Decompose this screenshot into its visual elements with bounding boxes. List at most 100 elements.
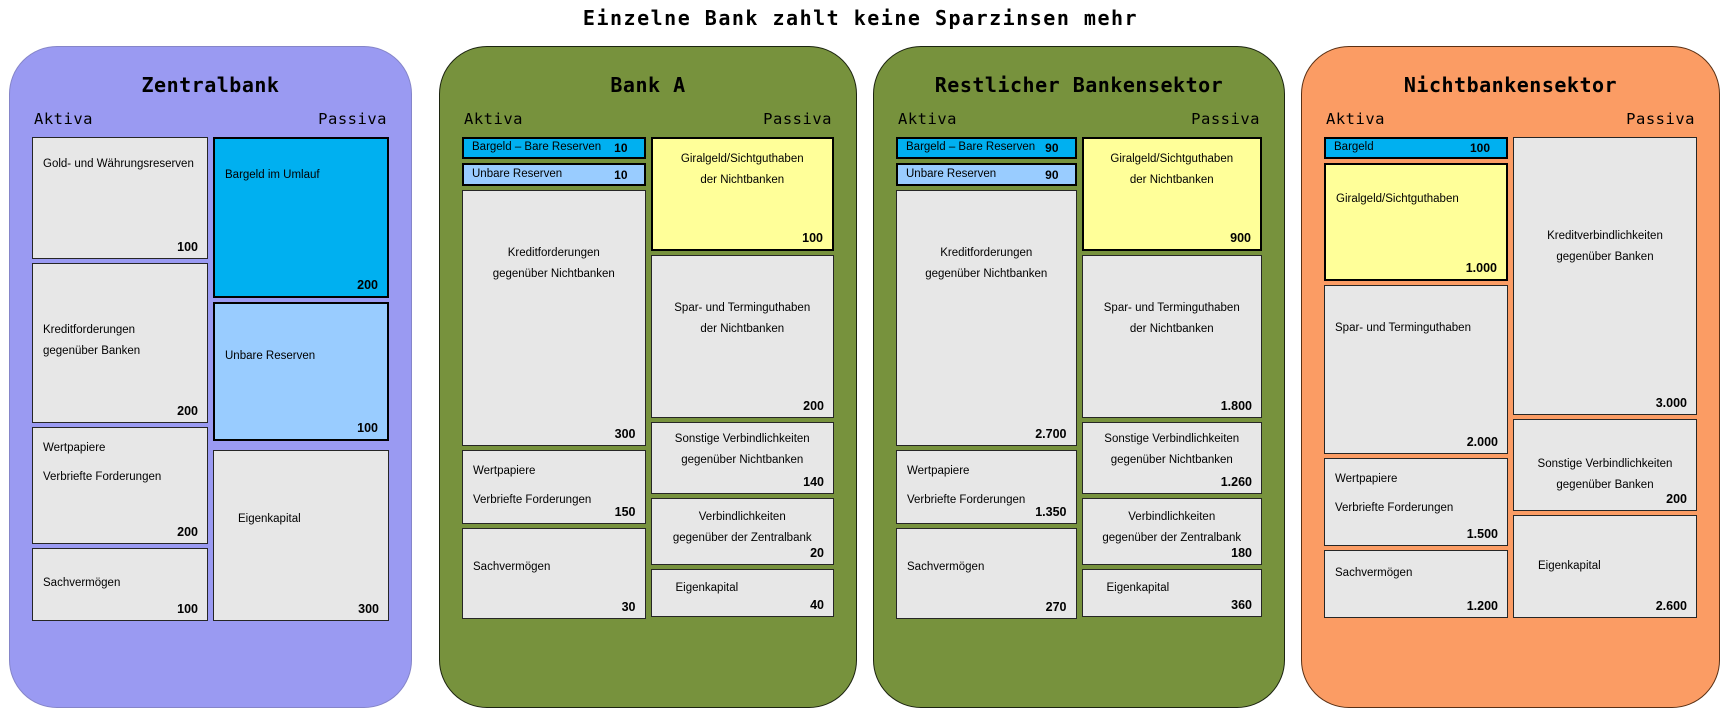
box-value: 1.350 bbox=[1035, 505, 1067, 519]
page-title: Einzelne Bank zahlt keine Sparzinsen meh… bbox=[582, 6, 1139, 30]
box-value: 140 bbox=[803, 475, 824, 489]
box-value: 200 bbox=[803, 399, 824, 413]
aktiva-header: Aktiva bbox=[34, 110, 93, 128]
box-value: 150 bbox=[614, 505, 636, 519]
balance-box: Bargeld – Bare Reserven 10 bbox=[462, 137, 646, 159]
box-value: 300 bbox=[614, 427, 636, 441]
panel-title: Zentralbank bbox=[141, 73, 280, 97]
passiva-header: Passiva bbox=[318, 110, 387, 128]
box-value: 1.500 bbox=[1466, 527, 1498, 541]
box-value: 100 bbox=[357, 421, 378, 435]
box-label: Gold- und Währungsreserven bbox=[43, 158, 194, 170]
aktiva-header: Aktiva bbox=[1326, 110, 1385, 128]
balance-box: Sachvermögen 30 bbox=[462, 528, 646, 619]
panel-bank-a: Bank A Aktiva Passiva Bargeld – Bare Res… bbox=[439, 46, 857, 708]
box-value: 10 bbox=[614, 141, 628, 155]
box-value: 100 bbox=[177, 240, 198, 254]
box-value: 90 bbox=[1045, 167, 1059, 182]
box-label: Eigenkapital bbox=[675, 582, 739, 594]
panel-zentralbank: Zentralbank Aktiva Passiva Gold- und Wäh… bbox=[9, 46, 412, 708]
box-label: Bargeld bbox=[1334, 141, 1374, 154]
box-value: 40 bbox=[810, 598, 824, 612]
box-label: Eigenkapital bbox=[1538, 560, 1601, 572]
box-value: 100 bbox=[1469, 141, 1490, 155]
box-value: 2.600 bbox=[1655, 599, 1687, 613]
panel-title: Restlicher Bankensektor bbox=[934, 73, 1224, 97]
box-value: 200 bbox=[357, 278, 378, 292]
box-label: Unbare Reserven bbox=[906, 167, 997, 180]
box-value: 20 bbox=[810, 546, 824, 560]
box-label: Sachvermögen bbox=[473, 561, 551, 573]
box-label: Sachvermögen bbox=[1335, 567, 1413, 579]
panel-title: Nichtbankensektor bbox=[1403, 73, 1618, 97]
balance-box: Bargeld 100 bbox=[1324, 137, 1508, 159]
box-label: Sachvermögen bbox=[43, 577, 121, 589]
box-label: Unbare Reserven bbox=[472, 167, 563, 180]
box-label: Unbare Reserven bbox=[225, 350, 316, 362]
box-value: 270 bbox=[1045, 600, 1067, 614]
box-value: 180 bbox=[1231, 546, 1252, 560]
passiva-header: Passiva bbox=[1626, 110, 1695, 128]
box-value: 100 bbox=[802, 231, 823, 245]
box-value: 200 bbox=[177, 404, 198, 418]
box-label: Bargeld – Bare Reserven bbox=[472, 141, 602, 154]
box-label: Bargeld – Bare Reserven bbox=[906, 141, 1036, 154]
box-value: 2.700 bbox=[1035, 427, 1067, 441]
box-value: 900 bbox=[1230, 231, 1251, 245]
box-value: 90 bbox=[1045, 141, 1059, 155]
balance-box: Eigenkapital 40 bbox=[650, 569, 834, 617]
box-value: 300 bbox=[358, 602, 379, 616]
balance-box: Unbare Reserven 100 bbox=[213, 302, 389, 441]
box-value: 30 bbox=[621, 600, 636, 614]
balance-box: Bargeld – Bare Reserven 90 bbox=[896, 137, 1077, 159]
balance-box: Unbare Reserven 90 bbox=[896, 163, 1077, 186]
box-label: Spar- und Terminguthaben bbox=[1335, 322, 1471, 334]
box-value: 360 bbox=[1231, 598, 1252, 612]
panel-restlicher-bankensektor: Restlicher Bankensektor Aktiva Passiva B… bbox=[873, 46, 1285, 708]
